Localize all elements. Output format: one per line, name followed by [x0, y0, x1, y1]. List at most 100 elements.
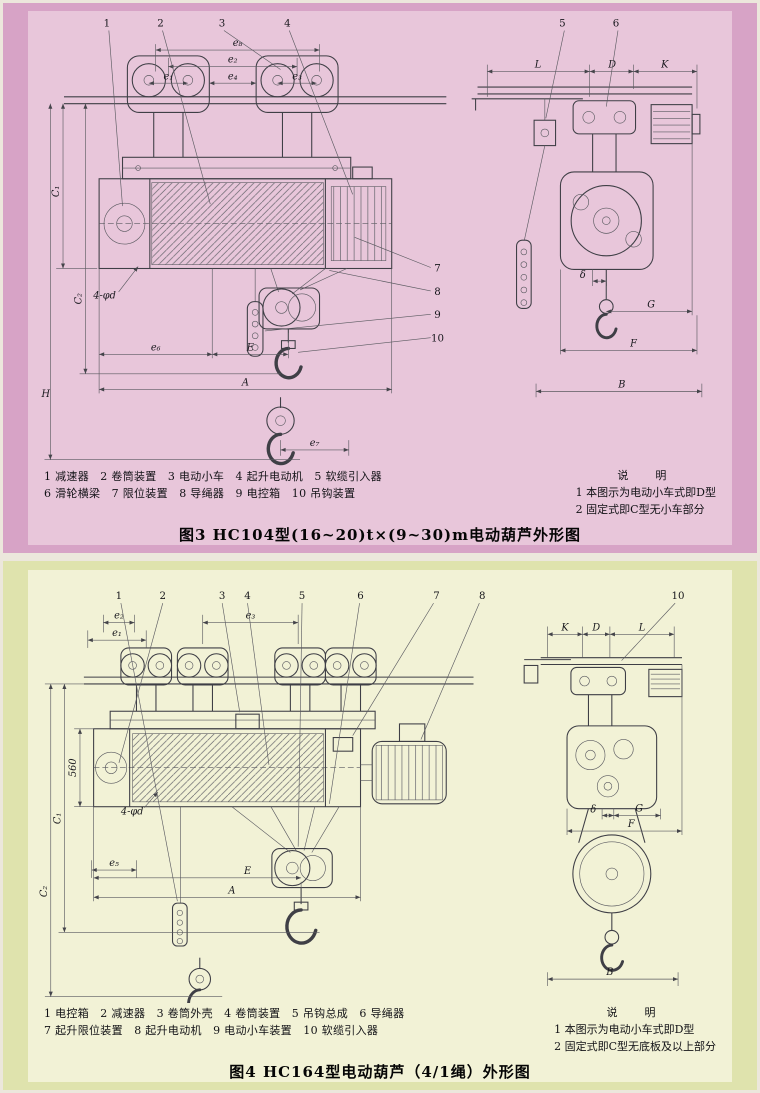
fig3-dim-F: F [560, 269, 698, 355]
fig4-callout-1: 1 [116, 591, 123, 602]
fig4-callout-4: 4 [244, 591, 251, 602]
fig3-callout-7: 7 [434, 262, 441, 274]
fig3-dim-C1: C₁ [51, 103, 98, 269]
fig3-dim-e7-label: e₇ [310, 438, 320, 449]
fig3-callout-1: 1 [104, 18, 111, 30]
fig4-hoist-motor [360, 723, 447, 805]
fig4-dim-E: E [93, 806, 302, 902]
fig4-dim-D: D [582, 622, 611, 658]
fig3-dim-delta: δ [580, 269, 607, 300]
fig3-dim-D-label: D [607, 60, 616, 71]
fig3-notes: 说 明 1 本图示为电动小车式即D型 2 固定式即C型无小车部分 [576, 468, 716, 519]
fig4-gearbox-side [566, 725, 658, 810]
fig3-gearbox-side [559, 171, 654, 270]
fig4-dim-phid-label: 4-φd [120, 806, 144, 817]
fig4-dim-e1-label: e₁ [112, 628, 122, 639]
fig3-rope-and-sheave-block [258, 268, 347, 330]
fig4-legend-line2: 7 起升限位装置 8 起升电动机 9 电动小车装置 10 软缆引入器 [44, 1023, 379, 1037]
fig4-dim-G-label: G [635, 804, 643, 815]
fig4-motor-end-view [648, 668, 683, 698]
fig3-dim-e1: e₁ [148, 71, 188, 86]
fig3-notes-title: 说 明 [617, 468, 675, 482]
fig3-legend-line2: 6 滑轮横梁 7 限位装置 8 导绳器 9 电控箱 10 吊钩装置 [44, 486, 356, 500]
fig4-dim-A-label: A [227, 885, 235, 896]
fig3-pendant-side [516, 145, 546, 310]
fig4-dim-560-label: 560 [68, 758, 79, 777]
fig4-dim-560: 560 [68, 728, 94, 808]
fig3-dim-C2: C₂ [74, 103, 281, 375]
fig4-dim-e1: e₁ [87, 628, 147, 648]
fig3-dim-e4-label: e₄ [228, 71, 238, 82]
fig4-trolley-4 [324, 647, 377, 712]
fig4-dim-F: F [566, 664, 683, 835]
fig4-dim-e3: e₃ [202, 611, 299, 645]
fig3-dim-e7: e₇ [280, 438, 350, 456]
fig4-sheave-wheel-side [572, 808, 652, 914]
fig4-dim-L: L [609, 622, 675, 658]
fig3-dim-e4: e₄ [209, 71, 257, 86]
fig4-callout-3: 3 [219, 591, 226, 602]
fig4-dim-e3-label: e₃ [246, 611, 256, 622]
fig3-front-view [63, 55, 447, 466]
fig3-dim-e3-label: e₃ [292, 71, 302, 82]
fig4-trolley-1 [120, 647, 173, 712]
fig3-dim-e6-label: e₆ [151, 342, 161, 353]
fig3-dim-H: H [41, 103, 301, 460]
fig4-hook-side [600, 912, 625, 972]
fig3-dim-e3: e₃ [277, 71, 317, 86]
fig4-dim-K-label: K [560, 622, 569, 633]
fig3-pulley-crossbeam [121, 156, 352, 180]
fig4-dim-C2-label: C₂ [39, 886, 50, 897]
fig3-callouts: 1 2 3 4 5 6 7 8 9 10 [104, 18, 620, 353]
fig4-callout-8: 8 [479, 591, 486, 602]
fig4-dim-B-label: B [605, 967, 613, 978]
fig3-dim-e2-label: e₂ [228, 55, 238, 66]
fig3-callout-9: 9 [434, 309, 441, 321]
fig4-cable-inlet-side [523, 659, 571, 684]
fig4-notes: 说 明 1 本图示为电动小车式即D型 2 固定式即C型无底板及以上部分 [554, 1005, 716, 1056]
fig3-hook-side [595, 269, 618, 340]
fig3-dim-K: K [633, 60, 698, 109]
fig3-side-view [471, 86, 701, 340]
fig4-dim-C2: C₂ [39, 683, 223, 997]
fig3-motor-end-view [650, 104, 701, 145]
figure4-area: e₂ e₁ e₃ 560 [28, 570, 732, 1082]
fig4-callout-2: 2 [160, 591, 167, 602]
fig4-suspension-frame [109, 710, 376, 730]
fig4-dim-e2: e₂ [103, 611, 135, 633]
fig4-dim-C1: C₁ [44, 683, 320, 933]
fig3-dim-C1-label: C₁ [51, 186, 62, 197]
fig4-dim-phid: 4-φd [120, 791, 159, 817]
fig3-dim-e6: e₆ [98, 268, 213, 394]
fig4-dim-L-label: L [638, 622, 645, 633]
fig3-callout-5: 5 [559, 18, 566, 30]
fig4-pendant-control [171, 806, 188, 947]
figure4-panel: e₂ e₁ e₃ 560 [3, 561, 757, 1090]
fig4-legend-line1: 1 电控箱 2 减速器 3 卷筒外壳 4 卷筒装置 5 吊钩总成 6 导绳器 [44, 1006, 405, 1020]
fig3-dim-C2-label: C₂ [74, 293, 85, 304]
fig3-callout-3: 3 [219, 18, 226, 30]
fig3-dim-D: D [589, 60, 634, 90]
fig4-dim-delta-label: δ [590, 805, 596, 816]
fig3-dim-E-label: E [246, 342, 254, 353]
fig3-dim-K-label: K [660, 60, 669, 71]
fig4-note-1: 1 本图示为电动小车式即D型 [554, 1023, 695, 1036]
fig4-dim-e2-label: e₂ [114, 611, 124, 622]
fig3-dim-e8-label: e₈ [233, 38, 243, 49]
fig3-dim-H-label: H [41, 389, 51, 400]
fig3-dim-e8: e₈ [155, 38, 320, 72]
fig3-drawing: e₈ e₂ e₁ e₄ e₃ [41, 18, 703, 466]
fig3-dim-e1-label: e₁ [164, 71, 174, 82]
fig4-dim-A: A [93, 806, 361, 902]
fig4-dim-K: K [547, 622, 583, 658]
fig3-callout-6: 6 [613, 18, 620, 30]
fig4-callout-5: 5 [299, 591, 306, 602]
fig4-note-2: 2 固定式即C型无底板及以上部分 [554, 1039, 716, 1053]
fig4-hook-lowest-position [187, 957, 212, 1003]
fig3-callout-8: 8 [434, 286, 441, 298]
fig4-trolley-3 [274, 647, 326, 712]
fig4-dim-G: G [613, 804, 661, 820]
fig3-dim-phid: 4-φd [92, 266, 139, 302]
fig4-dim-delta: δ [590, 805, 615, 820]
